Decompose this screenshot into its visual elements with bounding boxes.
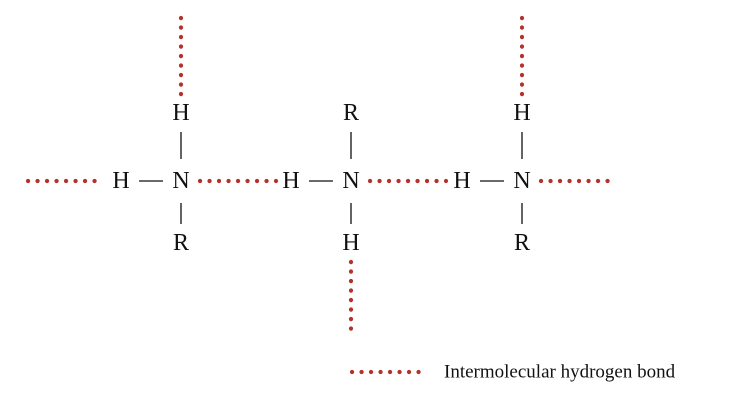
- atom-center: N: [513, 168, 530, 194]
- atom-top: H: [513, 100, 530, 126]
- molecule-3: H H N R: [453, 100, 530, 256]
- atom-center: N: [342, 168, 359, 194]
- hydrogen-bond-lines: [25, 15, 619, 340]
- molecule-2: R H N H: [282, 100, 359, 256]
- atom-left: H: [112, 168, 129, 194]
- atom-bottom: H: [342, 230, 359, 256]
- molecule-1: H H N R: [112, 100, 189, 256]
- atom-top: R: [343, 100, 359, 126]
- legend-label: Intermolecular hydrogen bond: [444, 362, 676, 383]
- atom-top: H: [172, 100, 189, 126]
- atom-center: N: [172, 168, 189, 194]
- legend: Intermolecular hydrogen bond: [349, 362, 676, 383]
- atom-left: H: [453, 168, 470, 194]
- atom-left: H: [282, 168, 299, 194]
- atom-bottom: R: [514, 230, 530, 256]
- atom-bottom: R: [173, 230, 189, 256]
